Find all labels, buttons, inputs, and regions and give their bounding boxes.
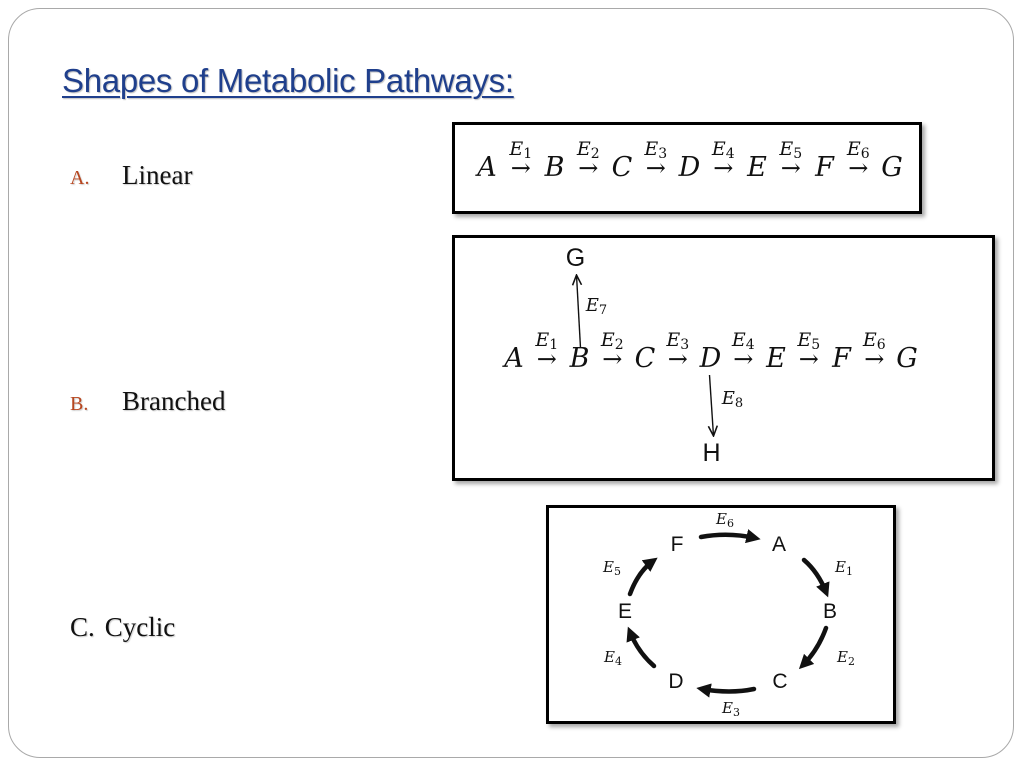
cyclic-arrow-4 xyxy=(626,626,657,669)
cyclic-enzyme-label-3: E3 xyxy=(721,699,740,719)
cyclic-node-f: F xyxy=(671,533,684,556)
branched-node-g-branch: G xyxy=(566,244,585,272)
linear-node-c: C xyxy=(612,152,633,183)
list-item-branched: B. Branched xyxy=(70,386,225,417)
branched-node-h: H xyxy=(702,439,720,467)
list-marker: C. xyxy=(70,612,95,642)
linear-enzyme-label: E2 xyxy=(576,138,600,162)
cyclic-arrow-1 xyxy=(801,557,830,598)
linear-arrow: → xyxy=(646,154,666,182)
branched-node-b: B xyxy=(569,343,590,374)
linear-node-e: E xyxy=(746,152,767,183)
cyclic-arrow-6 xyxy=(698,529,761,544)
branched-enzyme-label: E1 xyxy=(534,329,558,353)
branched-arrow: → xyxy=(864,345,884,373)
branched-enzyme-label: E4 xyxy=(731,329,755,353)
list-marker: A. xyxy=(70,167,90,189)
linear-enzyme-label: E6 xyxy=(846,138,870,162)
linear-arrow: → xyxy=(578,154,598,182)
linear-arrow: → xyxy=(848,154,868,182)
linear-arrow: → xyxy=(511,154,531,182)
branched-arrow: → xyxy=(668,345,688,373)
cyclic-enzyme-label-5: E5 xyxy=(602,558,621,578)
branched-node-f: F xyxy=(831,343,852,374)
cyclic-enzyme-label-6: E6 xyxy=(715,510,734,530)
list-label: Linear xyxy=(122,160,193,190)
branched-enzyme-label: E3 xyxy=(665,329,689,353)
branched-arrow: → xyxy=(733,345,753,373)
linear-node-d: D xyxy=(678,152,701,183)
cyclic-arrow-3 xyxy=(696,683,757,698)
linear-arrow: → xyxy=(781,154,801,182)
linear-enzyme-label: E4 xyxy=(711,138,735,162)
branched-enzyme-label: E5 xyxy=(796,329,820,353)
cyclic-arrow-5 xyxy=(627,557,658,597)
branched-arrow: → xyxy=(537,345,557,373)
linear-arrow: → xyxy=(713,154,733,182)
branched-node-c: C xyxy=(635,343,656,374)
branched-enzyme-label: E2 xyxy=(600,329,624,353)
cyclic-node-e: E xyxy=(618,600,632,623)
branched-enzyme-label: E6 xyxy=(862,329,886,353)
linear-pathway-box xyxy=(452,122,922,214)
list-label: Branched xyxy=(122,386,226,416)
list-item-linear: A. Linear xyxy=(70,160,192,191)
branched-node-g: G xyxy=(896,343,918,374)
cyclic-enzyme-label-1: E1 xyxy=(834,558,853,578)
linear-enzyme-label: E1 xyxy=(508,138,532,162)
branched-pathway-box xyxy=(452,235,995,481)
linear-node-f: F xyxy=(814,152,835,183)
cyclic-node-b: B xyxy=(823,600,837,623)
linear-enzyme-label: E5 xyxy=(778,138,802,162)
cyclic-pathway-box xyxy=(546,505,896,724)
linear-node-b: B xyxy=(544,152,565,183)
list-item-cyclic: C. Cyclic xyxy=(70,612,175,643)
linear-enzyme-label: E3 xyxy=(643,138,667,162)
cyclic-enzyme-label-2: E2 xyxy=(836,648,855,668)
cyclic-arrow-2 xyxy=(798,625,829,670)
enzyme-label-e7: E7 xyxy=(585,295,607,318)
branched-arrow: → xyxy=(602,345,622,373)
cyclic-node-a: A xyxy=(772,533,786,556)
linear-node-g: G xyxy=(881,152,903,183)
page-title: Shapes of Metabolic Pathways: xyxy=(62,62,514,99)
branched-node-a: A xyxy=(501,343,524,374)
list-label: Cyclic xyxy=(104,612,176,642)
branch-arrow-up xyxy=(577,275,581,349)
cyclic-node-c: C xyxy=(772,670,787,693)
enzyme-label-e8: E8 xyxy=(721,388,743,411)
cyclic-node-d: D xyxy=(668,670,683,693)
branched-node-d: D xyxy=(699,343,722,374)
branch-arrow-down xyxy=(710,374,714,436)
branched-arrow: → xyxy=(799,345,819,373)
branched-node-e: E xyxy=(765,343,786,374)
cyclic-enzyme-label-4: E4 xyxy=(603,648,622,668)
linear-node-a: A xyxy=(474,152,497,183)
list-marker: B. xyxy=(70,393,89,415)
